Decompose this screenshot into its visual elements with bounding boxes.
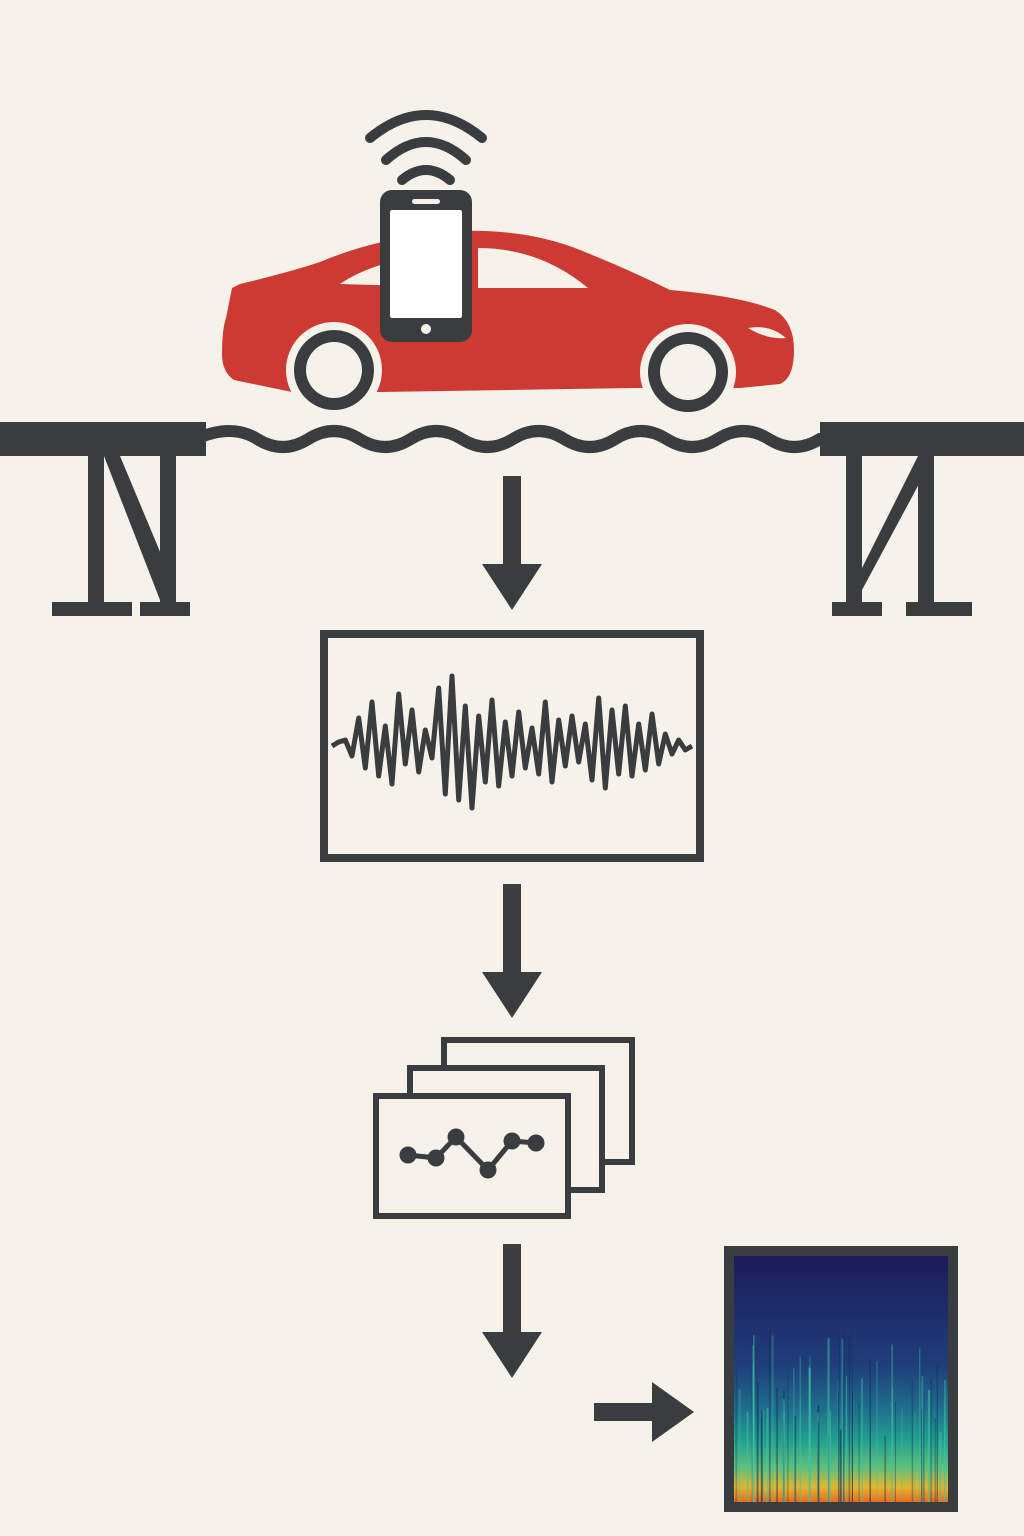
spectrogram-streak — [852, 1392, 853, 1502]
left-support — [52, 456, 190, 616]
spectrogram-streaks — [735, 1330, 947, 1502]
spectrogram-streak — [746, 1411, 749, 1502]
spectrogram-streak — [762, 1409, 765, 1502]
arrow-down-icon — [482, 476, 542, 610]
spectrogram-streak — [936, 1365, 938, 1502]
spectrogram-streak — [930, 1379, 933, 1502]
spectrogram-streak — [756, 1374, 758, 1502]
spectrogram-streak — [799, 1397, 801, 1502]
wireless-signal-icon — [365, 110, 487, 185]
spectrogram-streak — [776, 1388, 778, 1502]
spectrogram-streak — [894, 1401, 896, 1502]
spectrogram-streak — [837, 1380, 839, 1502]
arrow-down-icon — [482, 1244, 542, 1378]
spectrogram-streak — [799, 1356, 802, 1502]
spectrogram-icon — [724, 1246, 958, 1512]
spectrogram-streak — [808, 1368, 811, 1502]
vibration-waveform — [330, 673, 694, 811]
waveform-icon — [320, 630, 704, 862]
bridge-deck-right — [820, 422, 1024, 456]
right-support — [832, 456, 972, 616]
vibrating-deck — [193, 425, 830, 453]
spectrogram-streak — [735, 1369, 738, 1502]
spectrogram-streak — [923, 1392, 925, 1502]
spectrogram-streak — [828, 1435, 830, 1502]
bridge-icon — [0, 422, 1024, 616]
spectrogram-streak — [944, 1402, 945, 1502]
spectrogram-streak — [829, 1411, 831, 1502]
spectrogram-streak — [808, 1365, 810, 1502]
spectrogram-streak — [934, 1418, 936, 1502]
spectrogram-streak — [944, 1380, 947, 1502]
smartphone-icon — [380, 190, 472, 342]
spectrogram-streak — [927, 1390, 931, 1502]
spectrogram-streak — [761, 1410, 764, 1502]
spectrogram-streak — [782, 1399, 785, 1502]
spectrogram-streak — [738, 1389, 741, 1502]
spectrogram-streak — [760, 1417, 763, 1502]
spectrogram-streak — [793, 1368, 795, 1502]
spectrogram-streak — [843, 1333, 845, 1502]
spectrogram-streak — [919, 1348, 921, 1502]
spectrogram-streak — [787, 1374, 789, 1502]
spectrogram-streak — [876, 1360, 878, 1502]
arrow-down-icon — [482, 884, 542, 1018]
spectrogram-streak — [817, 1405, 820, 1502]
spectrogram-streak — [838, 1335, 840, 1502]
spectrogram-streak — [766, 1407, 769, 1502]
spectrogram-streak — [751, 1337, 753, 1502]
spectrogram-streak — [794, 1415, 797, 1502]
signal-monitor-frame — [320, 630, 704, 862]
spectrogram-streak — [848, 1335, 851, 1502]
spectrogram-streak — [839, 1429, 842, 1502]
spectrogram-streak — [752, 1363, 755, 1502]
spectrogram-streak — [846, 1376, 847, 1502]
spectrogram-streak — [808, 1368, 810, 1502]
spectrogram-streak — [817, 1421, 819, 1502]
spectrogram-streak — [891, 1344, 893, 1502]
spectrogram-streak — [757, 1382, 759, 1502]
spectrogram-streak — [913, 1412, 916, 1502]
spectrogram-streak — [771, 1335, 774, 1502]
spectrogram-streak — [768, 1330, 771, 1502]
spectrogram-streak — [838, 1391, 839, 1502]
spectrogram-streak — [783, 1390, 785, 1502]
spectrogram-streak — [841, 1338, 844, 1502]
spectrogram-streak — [939, 1432, 942, 1502]
spectrogram-streak — [901, 1407, 903, 1502]
stacked-frames-icon — [373, 1037, 635, 1219]
spectrogram-streak — [782, 1421, 784, 1502]
line-plot-icon — [399, 1128, 545, 1179]
spectrogram-streak — [783, 1411, 785, 1502]
spectrogram-streak — [869, 1359, 871, 1502]
car-icon — [222, 230, 794, 420]
spectrogram-streak — [817, 1412, 820, 1502]
spectrogram-streak — [827, 1338, 830, 1502]
bridge-deck-left — [0, 422, 206, 456]
spectrogram-streak — [911, 1379, 914, 1502]
spectrogram-streak — [809, 1355, 811, 1502]
spectrogram-streak — [921, 1409, 922, 1502]
spectrogram-streak — [891, 1388, 894, 1502]
spectrogram-streak — [858, 1402, 860, 1502]
spectrogram-streak — [921, 1375, 924, 1502]
spectrogram-streak — [884, 1435, 887, 1502]
spectrogram-streak — [861, 1378, 863, 1502]
arrow-right-icon — [594, 1382, 694, 1442]
spectrogram-streak — [922, 1367, 924, 1502]
